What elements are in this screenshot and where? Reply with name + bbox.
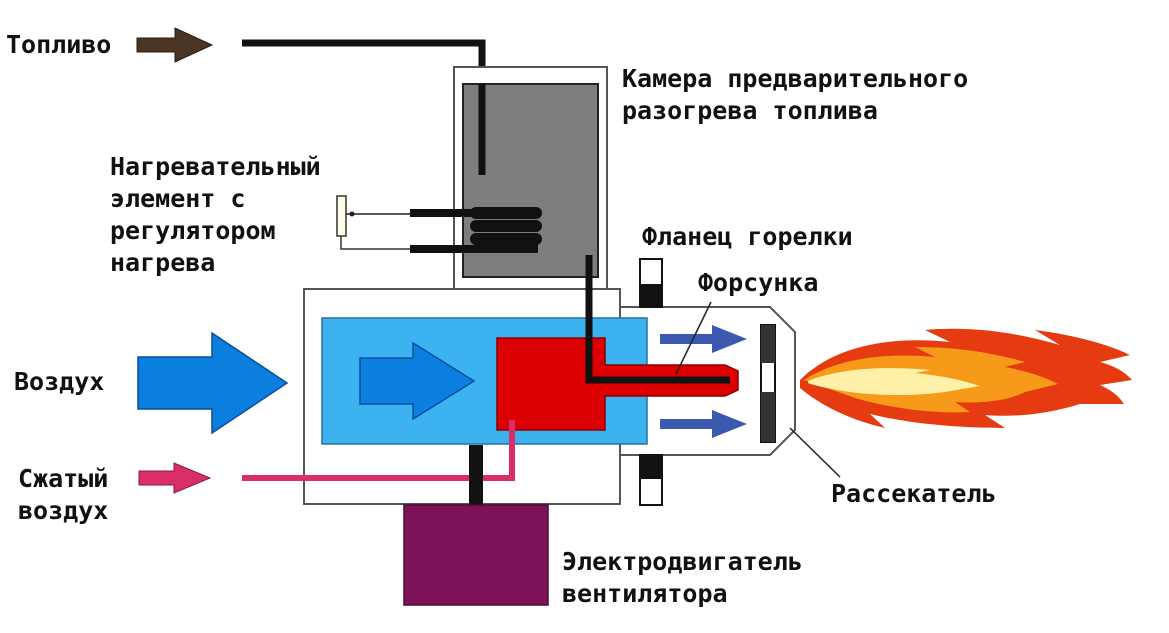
diffuser bbox=[760, 324, 776, 443]
diffuser-leader bbox=[789, 427, 841, 478]
burner-flange-label: Фланец горелки bbox=[642, 222, 853, 251]
internal-air-arrow bbox=[359, 341, 476, 421]
heating-regulator bbox=[336, 195, 410, 250]
preheat-chamber-label: Камера предварительного разогрева топлив… bbox=[622, 64, 969, 125]
heating-coil bbox=[410, 207, 542, 253]
diffuser-label: Рассекатель bbox=[831, 479, 997, 508]
flame bbox=[800, 328, 1132, 428]
fuel-line-nozzle bbox=[585, 255, 730, 384]
fan-shaft bbox=[469, 445, 483, 505]
burner-flange bbox=[639, 258, 663, 506]
compressed-air-line bbox=[242, 420, 515, 481]
fan-motor-label: Электродвигатель вентилятора bbox=[562, 547, 803, 608]
flow-arrow-upper bbox=[660, 325, 747, 353]
air-inlet-arrow bbox=[137, 331, 289, 435]
nozzle-leader bbox=[675, 301, 712, 375]
compressed-air-arrow bbox=[138, 462, 212, 494]
combustion-block bbox=[496, 337, 739, 431]
air-label: Воздух bbox=[14, 367, 105, 396]
compressed-air-label: Сжатый воздух bbox=[18, 464, 109, 525]
flow-arrow-lower bbox=[660, 410, 747, 438]
heating-element-label: Нагревательный элемент с регулятором наг… bbox=[110, 152, 321, 277]
fan-motor bbox=[403, 504, 549, 606]
fuel-label: Топливо bbox=[6, 30, 112, 59]
nozzle-label: Форсунка bbox=[698, 268, 819, 297]
fuel-arrow bbox=[136, 27, 214, 63]
